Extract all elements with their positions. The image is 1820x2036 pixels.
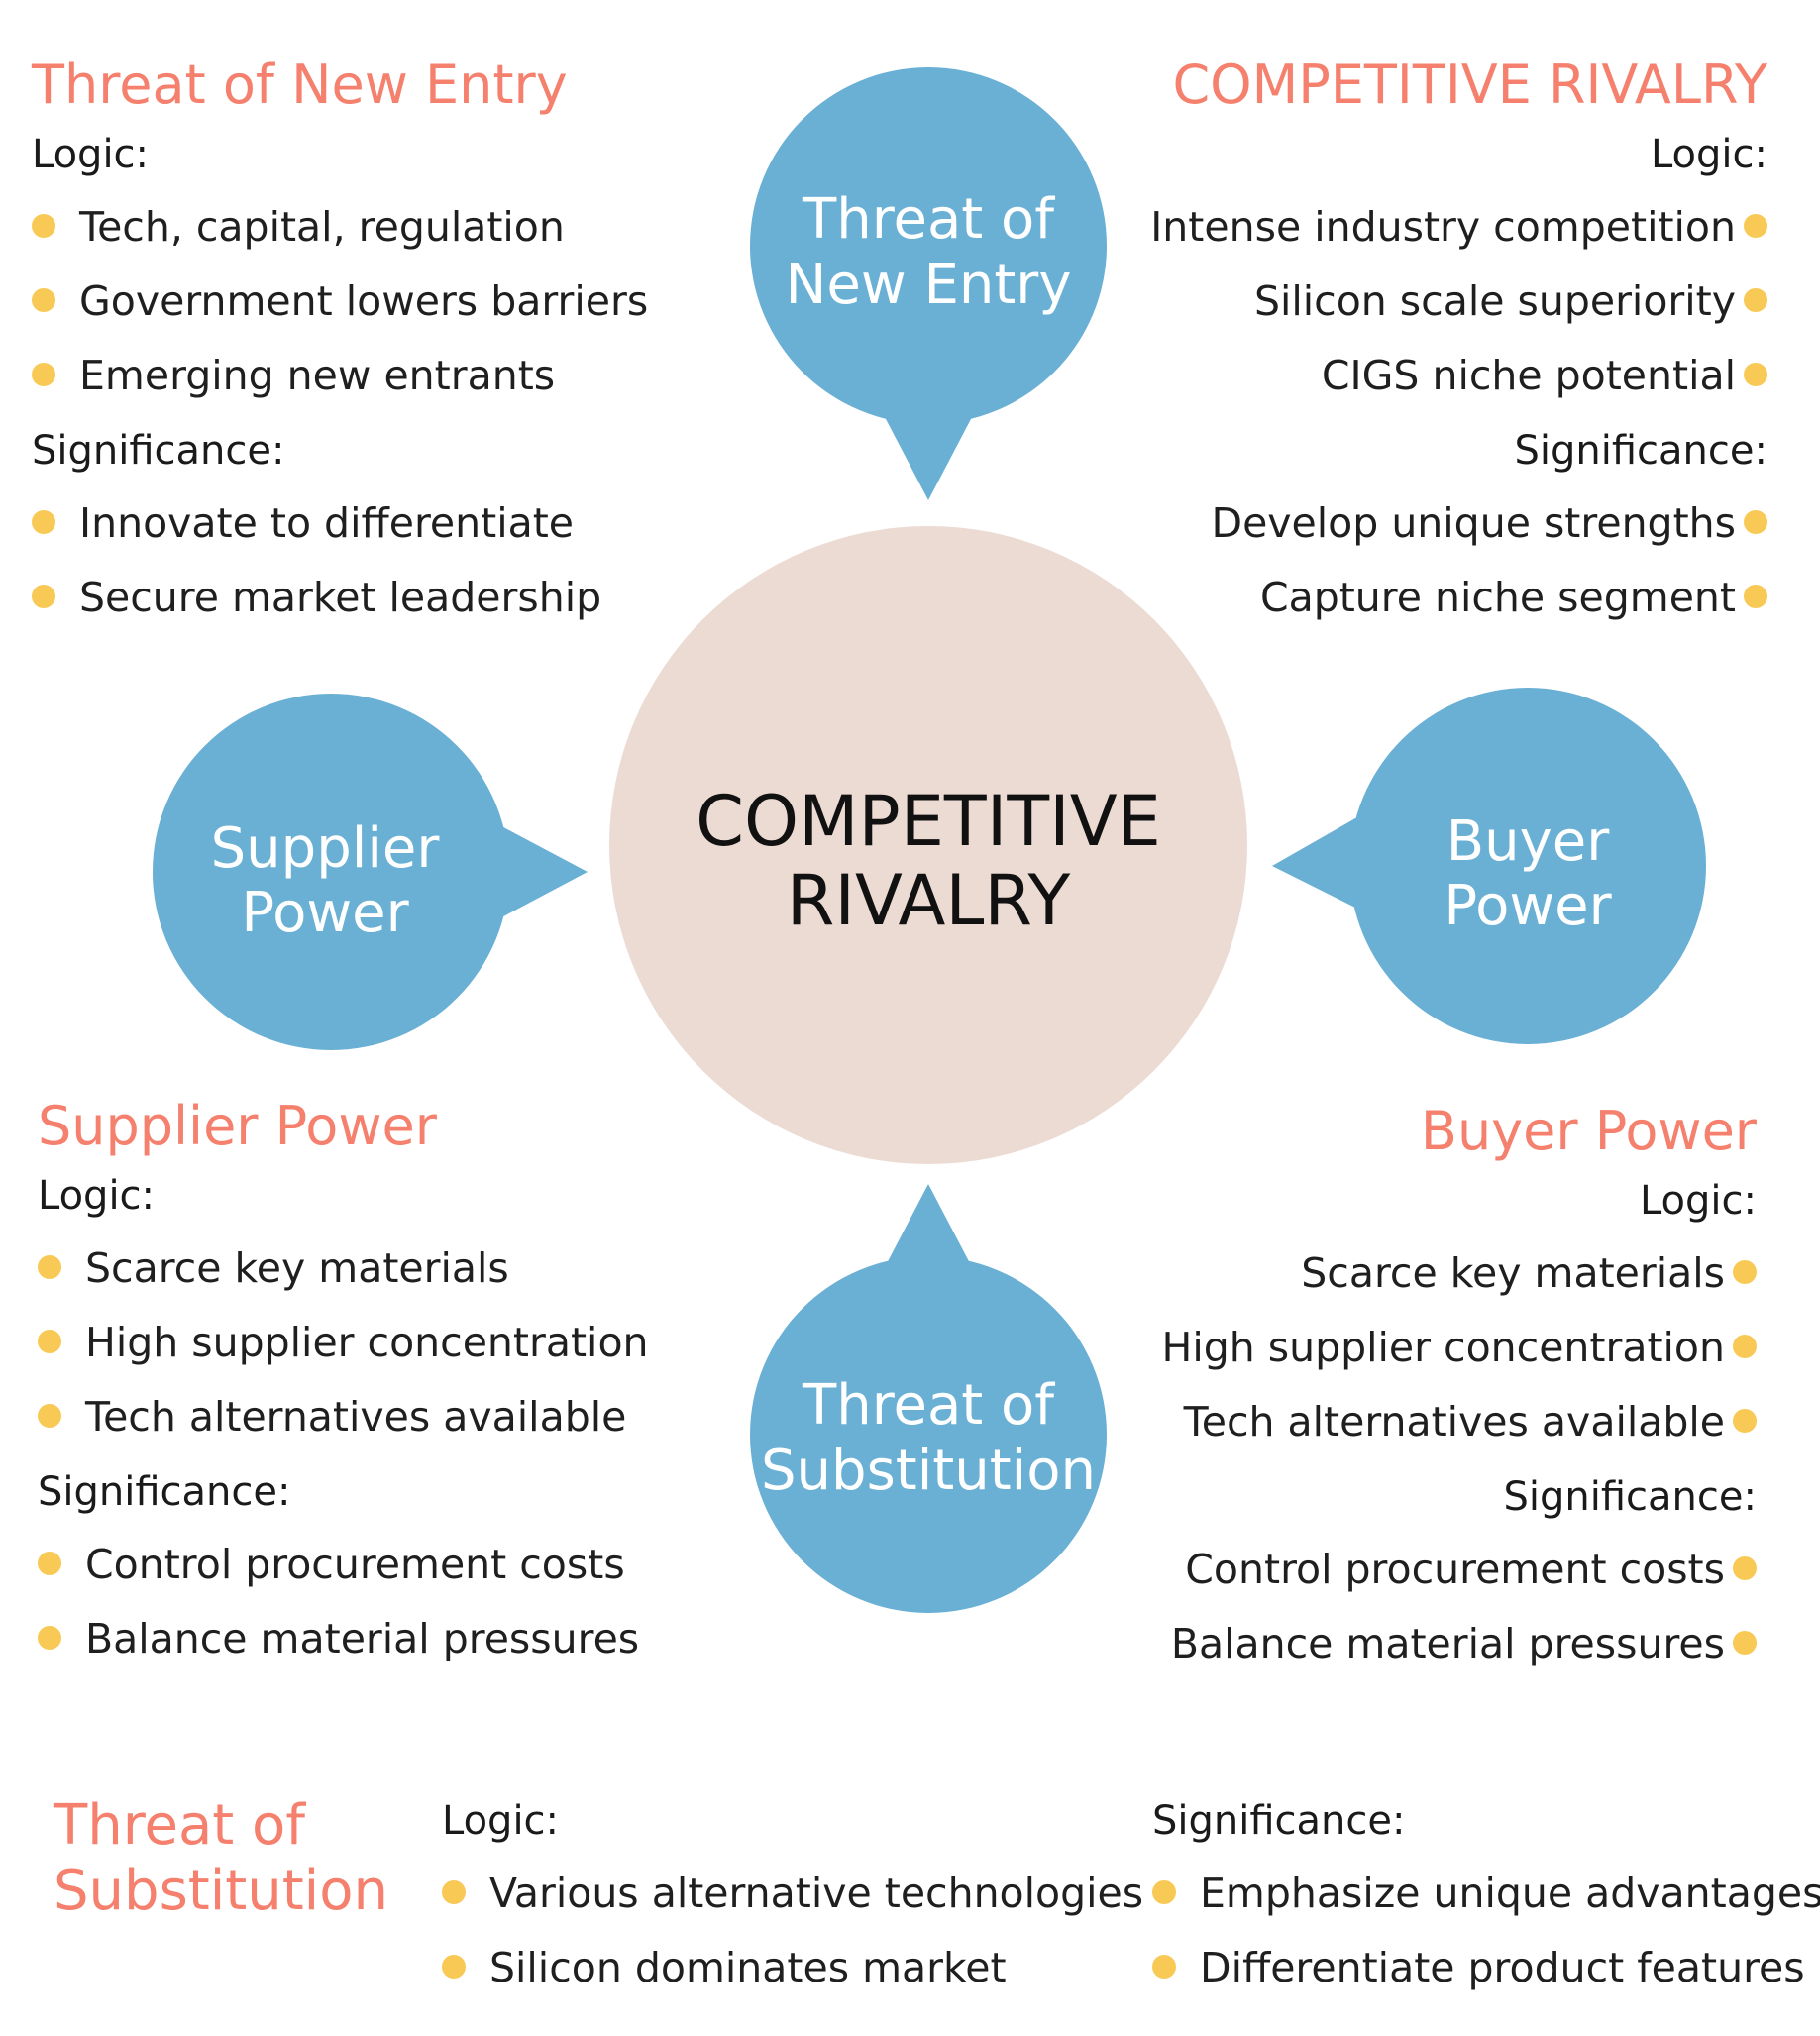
bullet-icon bbox=[32, 510, 55, 534]
buyer-block: Buyer Power Logic: Scarce key materials … bbox=[1161, 1100, 1757, 1681]
bullet-icon bbox=[38, 1404, 61, 1428]
list-item: Balance material pressures bbox=[38, 1602, 649, 1676]
bubble-bottom-line2: Substitution bbox=[761, 1439, 1096, 1503]
rivalry-significance-label: Significance: bbox=[1514, 428, 1768, 474]
new-entry-block: Threat of New Entry Logic: Tech, capital… bbox=[32, 54, 648, 635]
list-item: Differentiate product features bbox=[1152, 1931, 1820, 2005]
bubble-buyer-power: Buyer Power bbox=[1272, 688, 1706, 1044]
list-item: Develop unique strengths bbox=[1150, 486, 1767, 561]
bullet-icon bbox=[1152, 1880, 1176, 1904]
bullet-icon bbox=[32, 214, 55, 238]
list-item: Silicon dominates market bbox=[442, 1931, 1143, 2005]
bullet-icon bbox=[442, 1955, 466, 1979]
bubble-threat-of-new-entry: Threat of New Entry bbox=[750, 67, 1107, 500]
bullet-icon bbox=[1744, 510, 1767, 534]
new-entry-logic-label: Logic: bbox=[32, 132, 150, 177]
buyer-significance-label: Significance: bbox=[1503, 1474, 1758, 1520]
bullet-icon bbox=[32, 288, 55, 312]
supplier-significance-label: Significance: bbox=[38, 1469, 291, 1515]
supplier-logic-label: Logic: bbox=[38, 1173, 156, 1219]
bullet-icon bbox=[1733, 1631, 1757, 1655]
substitution-title-line1: Threat of bbox=[54, 1793, 305, 1858]
rivalry-logic-label: Logic: bbox=[1650, 132, 1767, 177]
bullet-icon bbox=[1733, 1335, 1757, 1358]
list-item: Innovate to differentiate bbox=[32, 486, 648, 561]
list-item: Balance material pressures bbox=[1161, 1607, 1757, 1681]
list-item: Scarce key materials bbox=[38, 1232, 649, 1306]
bullet-icon bbox=[32, 363, 55, 386]
bubble-top-line2: New Entry bbox=[786, 253, 1072, 317]
new-entry-significance-label: Significance: bbox=[32, 428, 285, 474]
rivalry-block: COMPETITIVE RIVALRY Logic: Intense indus… bbox=[1150, 54, 1767, 635]
list-item: Tech alternatives available bbox=[1161, 1385, 1757, 1459]
buyer-title: Buyer Power bbox=[1420, 1100, 1757, 1162]
bubble-right-circle bbox=[1349, 688, 1706, 1044]
list-item: Intense industry competition bbox=[1150, 190, 1767, 265]
bubble-bottom-line1: Threat of bbox=[802, 1373, 1055, 1438]
bullet-icon bbox=[38, 1330, 61, 1353]
substitution-logic-block: Logic: Various alternative technologies … bbox=[442, 1783, 1143, 2005]
substitution-significance-label: Significance: bbox=[1152, 1798, 1406, 1844]
new-entry-title: Threat of New Entry bbox=[32, 54, 568, 116]
substitution-logic-label: Logic: bbox=[442, 1798, 560, 1844]
bubble-top-line1: Threat of bbox=[802, 187, 1055, 252]
list-item: Control procurement costs bbox=[1161, 1533, 1757, 1607]
substitution-title: Threat of Substitution bbox=[54, 1793, 388, 1924]
rivalry-title: COMPETITIVE RIVALRY bbox=[1172, 54, 1767, 116]
list-item: High supplier concentration bbox=[38, 1306, 649, 1380]
center-label-line1: COMPETITIVE bbox=[696, 781, 1161, 862]
bullet-icon bbox=[1744, 288, 1767, 312]
list-item: Tech alternatives available bbox=[38, 1380, 649, 1454]
list-item: Scarce key materials bbox=[1161, 1236, 1757, 1311]
bullet-icon bbox=[1744, 214, 1767, 238]
bullet-icon bbox=[38, 1626, 61, 1650]
list-item: Various alternative technologies bbox=[442, 1857, 1143, 1931]
bubble-supplier-power: Supplier Power bbox=[153, 694, 588, 1050]
center-circle bbox=[609, 526, 1247, 1164]
supplier-title: Supplier Power bbox=[38, 1095, 437, 1157]
bullet-icon bbox=[32, 585, 55, 608]
list-item: Emphasize unique advantages bbox=[1152, 1857, 1820, 1931]
bullet-icon bbox=[1733, 1556, 1757, 1580]
substitution-significance-block: Significance: Emphasize unique advantage… bbox=[1152, 1783, 1820, 2005]
list-item: Secure market leadership bbox=[32, 561, 648, 635]
bullet-icon bbox=[1744, 363, 1767, 386]
bubble-right-line2: Power bbox=[1444, 874, 1612, 938]
bullet-icon bbox=[1152, 1955, 1176, 1979]
list-item: Government lowers barriers bbox=[32, 265, 648, 339]
bubble-threat-of-substitution: Threat of Substitution bbox=[750, 1184, 1107, 1613]
bullet-icon bbox=[1733, 1260, 1757, 1284]
substitution-title-line2: Substitution bbox=[54, 1859, 388, 1923]
bullet-icon bbox=[38, 1255, 61, 1279]
buyer-logic-label: Logic: bbox=[1639, 1178, 1757, 1224]
list-item: Control procurement costs bbox=[38, 1528, 649, 1602]
bubble-bottom-circle bbox=[750, 1256, 1107, 1613]
bubble-left-circle bbox=[153, 694, 509, 1050]
list-item: Tech, capital, regulation bbox=[32, 190, 648, 265]
bullet-icon bbox=[1744, 585, 1767, 608]
list-item: Capture niche segment bbox=[1150, 561, 1767, 635]
list-item: Emerging new entrants bbox=[32, 339, 648, 413]
bubble-right-line1: Buyer bbox=[1446, 809, 1611, 874]
bullet-icon bbox=[38, 1552, 61, 1575]
list-item: CIGS niche potential bbox=[1150, 339, 1767, 413]
bubble-left-line1: Supplier bbox=[211, 816, 441, 881]
center-label-line2: RIVALRY bbox=[787, 860, 1071, 941]
bullet-icon bbox=[1733, 1409, 1757, 1433]
list-item: High supplier concentration bbox=[1161, 1311, 1757, 1385]
bubble-top-circle bbox=[750, 67, 1107, 424]
list-item: Silicon scale superiority bbox=[1150, 265, 1767, 339]
bubble-left-line2: Power bbox=[241, 881, 409, 945]
supplier-block: Supplier Power Logic: Scarce key materia… bbox=[38, 1095, 649, 1676]
bubble-top-pointer bbox=[874, 396, 983, 500]
bullet-icon bbox=[442, 1880, 466, 1904]
